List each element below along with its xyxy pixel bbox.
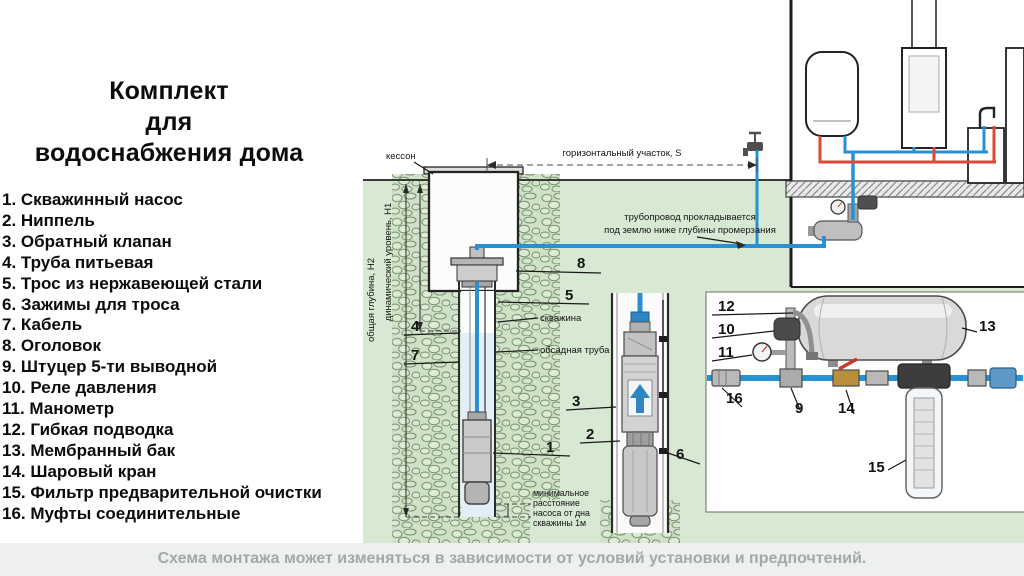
parts-list-item: 1. Скважинный насос — [2, 190, 183, 209]
parts-list-item: 2. Ниппель — [2, 210, 95, 230]
filter-cartridge — [913, 397, 935, 489]
callout-13-tank: 13 — [979, 318, 996, 335]
label-total-depth: общая глубина, Н2 — [366, 258, 377, 342]
water-heater — [805, 51, 859, 137]
callout-7-cable: 7 — [411, 347, 419, 364]
parts-list-item: 7. Кабель — [2, 315, 83, 335]
pnd-fitting — [989, 367, 1017, 389]
coupling — [865, 370, 889, 386]
callouts: 8 5 4 7 3 2 1 6 12 10 11 16 9 14 13 15 — [403, 255, 996, 476]
detail-motor — [622, 445, 658, 517]
valve-handle-icon — [838, 357, 858, 371]
parts-list-item: 8. Оголовок — [2, 336, 102, 356]
label-kesson: кессон — [386, 151, 416, 162]
parts-list-item: 12. Гибкая подводка — [2, 419, 174, 439]
cable-clamp-icon — [659, 392, 667, 398]
callout-11-gauge: 11 — [718, 344, 734, 361]
label-dynamic-level: динамический уровень, Н1 — [383, 203, 394, 322]
parts-list-item: 9. Штуцер 5-ти выводной — [2, 357, 218, 377]
title-line-1: Комплект — [109, 77, 229, 105]
callout-4-pipe: 4 — [411, 318, 420, 335]
page-title: Комплект для водоснабжения дома — [4, 76, 334, 169]
title-line-3: водоснабжения дома — [34, 139, 304, 167]
callout-1-pump: 1 — [546, 439, 554, 456]
borehole-pump — [462, 411, 492, 505]
pipes — [475, 126, 996, 418]
sink-unit — [967, 47, 1024, 184]
parts-list: 1. Скважинный насос 2. Ниппель 3. Обратн… — [2, 190, 362, 525]
diagram-labels: кессон горизонтальный участок, S трубопр… — [386, 148, 776, 528]
callout-16-coupling: 16 — [726, 390, 743, 407]
parts-list-item: 10. Реле давления — [2, 378, 157, 398]
callout-14-ball-valve: 14 — [838, 400, 855, 417]
callout-10-pressure-switch: 10 — [718, 321, 735, 338]
pressure-switch — [773, 317, 801, 341]
parts-list-item: 16. Муфты соединительные — [2, 503, 241, 523]
label-min-distance-2: расстояние — [533, 498, 580, 508]
parts-list-item: 13. Мембранный бак — [2, 440, 176, 460]
callout-8-wellhead: 8 — [577, 255, 585, 272]
title-line-2: для — [145, 108, 193, 136]
label-min-distance-1: минимальное — [533, 488, 589, 498]
callout-2-nipple: 2 — [586, 426, 594, 443]
callout-15-filter: 15 — [868, 459, 885, 476]
parts-list-item: 6. Зажимы для троса — [2, 294, 180, 314]
parts-list-item: 4. Труба питьевая — [2, 252, 154, 272]
flow-arrow-icon — [630, 384, 650, 398]
shower-panel — [901, 0, 947, 149]
label-min-distance-4: скважины 1м — [533, 518, 586, 528]
filter-head — [897, 363, 951, 389]
caisson — [423, 166, 524, 293]
cable-clamp-icon — [659, 336, 667, 342]
pump-detail-view — [610, 293, 670, 533]
callout-9-five-way: 9 — [795, 400, 803, 417]
label-casing: обсадная труба — [540, 345, 610, 356]
detail-union-nut — [629, 321, 651, 333]
ball-valve — [832, 369, 860, 387]
coupling — [967, 369, 987, 387]
label-pipeline-note-1: трубопровод прокладывается — [624, 212, 756, 223]
parts-list-item: 11. Манометр — [2, 399, 115, 419]
parts-list-item: 3. Обратный клапан — [2, 231, 172, 251]
parts-list-item: 14. Шаровый кран — [2, 461, 157, 481]
callout-5-rope: 5 — [565, 287, 573, 304]
hot-house-line — [818, 136, 996, 164]
label-horizontal-section: горизонтальный участок, S — [563, 148, 682, 159]
cold-main-pipe — [475, 236, 826, 250]
cold-house-line — [843, 136, 988, 154]
cable-clamp-icon — [659, 448, 667, 454]
panel-pipe-run — [707, 357, 1023, 499]
floor-slab — [785, 180, 1024, 198]
depth-dimensions: общая глубина, Н2 динамический уровень, … — [366, 184, 461, 518]
label-well: скважина — [540, 313, 582, 324]
membrane-tank — [797, 295, 967, 367]
sink-faucet-icon — [978, 106, 996, 128]
surface-equipment-panel — [705, 291, 1024, 513]
callout-12-hose: 12 — [718, 298, 735, 315]
label-pipeline-note-2: под землю ниже глубины промерзания — [604, 225, 776, 236]
house — [743, 0, 1024, 288]
footer-note: Схема монтажа может изменяться в зависим… — [0, 543, 1024, 576]
outdoor-tap — [743, 131, 763, 156]
parts-list-item: 5. Трос из нержавеющей стали — [2, 273, 263, 293]
callout-6-clamps: 6 — [676, 446, 684, 463]
label-min-distance-3: насоса от дна — [533, 508, 590, 518]
five-way-base — [779, 368, 803, 388]
callout-3-check-valve: 3 — [572, 393, 580, 410]
parts-list-item: 15. Фильтр предварительной очистки — [2, 482, 322, 502]
